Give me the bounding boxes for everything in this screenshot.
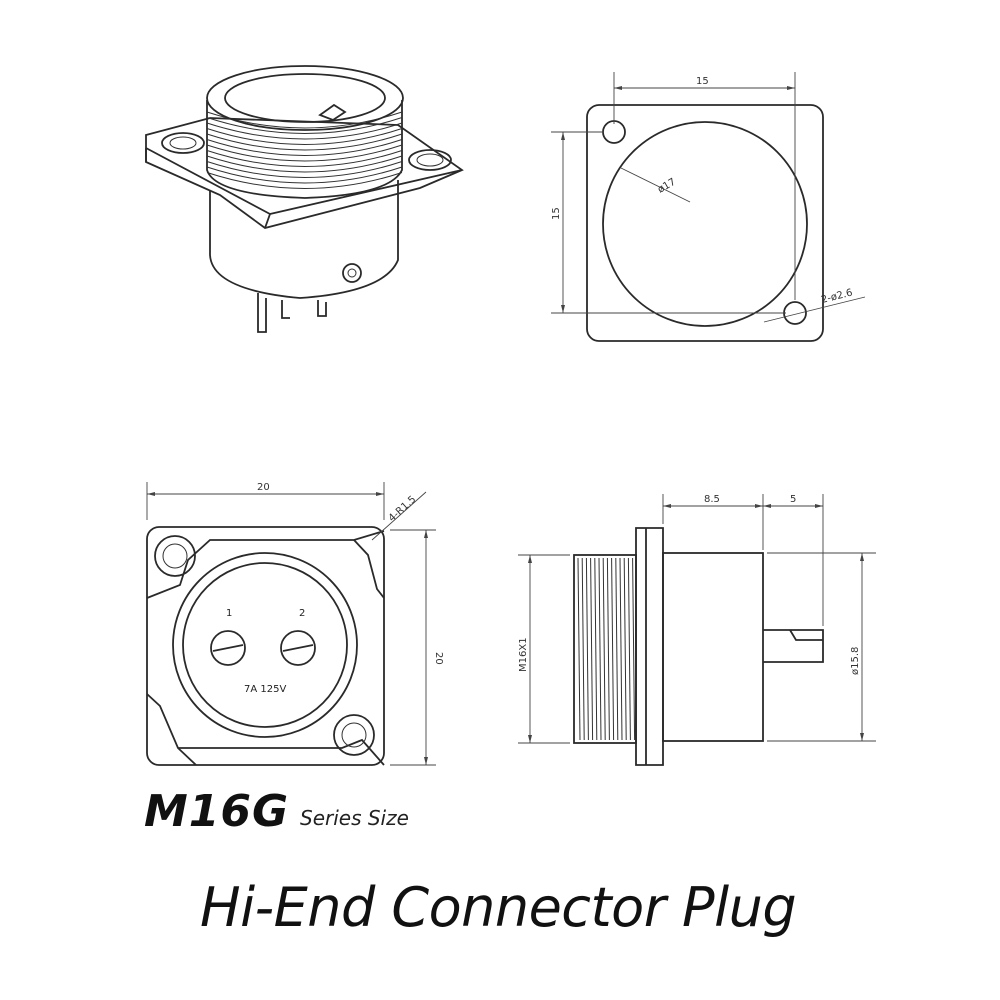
pin-1-label: 1 <box>226 608 232 619</box>
isometric-view <box>145 65 464 333</box>
dim-face-height: 20 <box>433 652 444 665</box>
dim-face-width: 20 <box>257 482 270 493</box>
face-view <box>146 482 436 766</box>
front-mount-view <box>551 72 866 342</box>
side-view <box>518 494 876 766</box>
pin-2-label: 2 <box>299 608 305 619</box>
dim-side-flange-depth: 8.5 <box>704 494 720 505</box>
dim-front-bore: ø17 <box>656 177 678 196</box>
dim-face-corner-radius: 4-R1.5 <box>387 494 419 524</box>
dim-front-height: 15 <box>551 207 562 220</box>
rating-label: 7A 125V <box>244 684 286 695</box>
dim-side-body-dia: ø15.8 <box>850 647 861 675</box>
dim-front-holes: 2-ø2.6 <box>820 287 854 305</box>
model-name: M16G <box>144 786 290 837</box>
dim-side-tail: 5 <box>790 494 796 505</box>
dim-front-width: 15 <box>696 76 709 87</box>
dim-side-thread: M16X1 <box>518 637 529 672</box>
product-title: Hi-End Connector Plug <box>200 876 797 939</box>
series-label: Series Size <box>300 806 409 830</box>
